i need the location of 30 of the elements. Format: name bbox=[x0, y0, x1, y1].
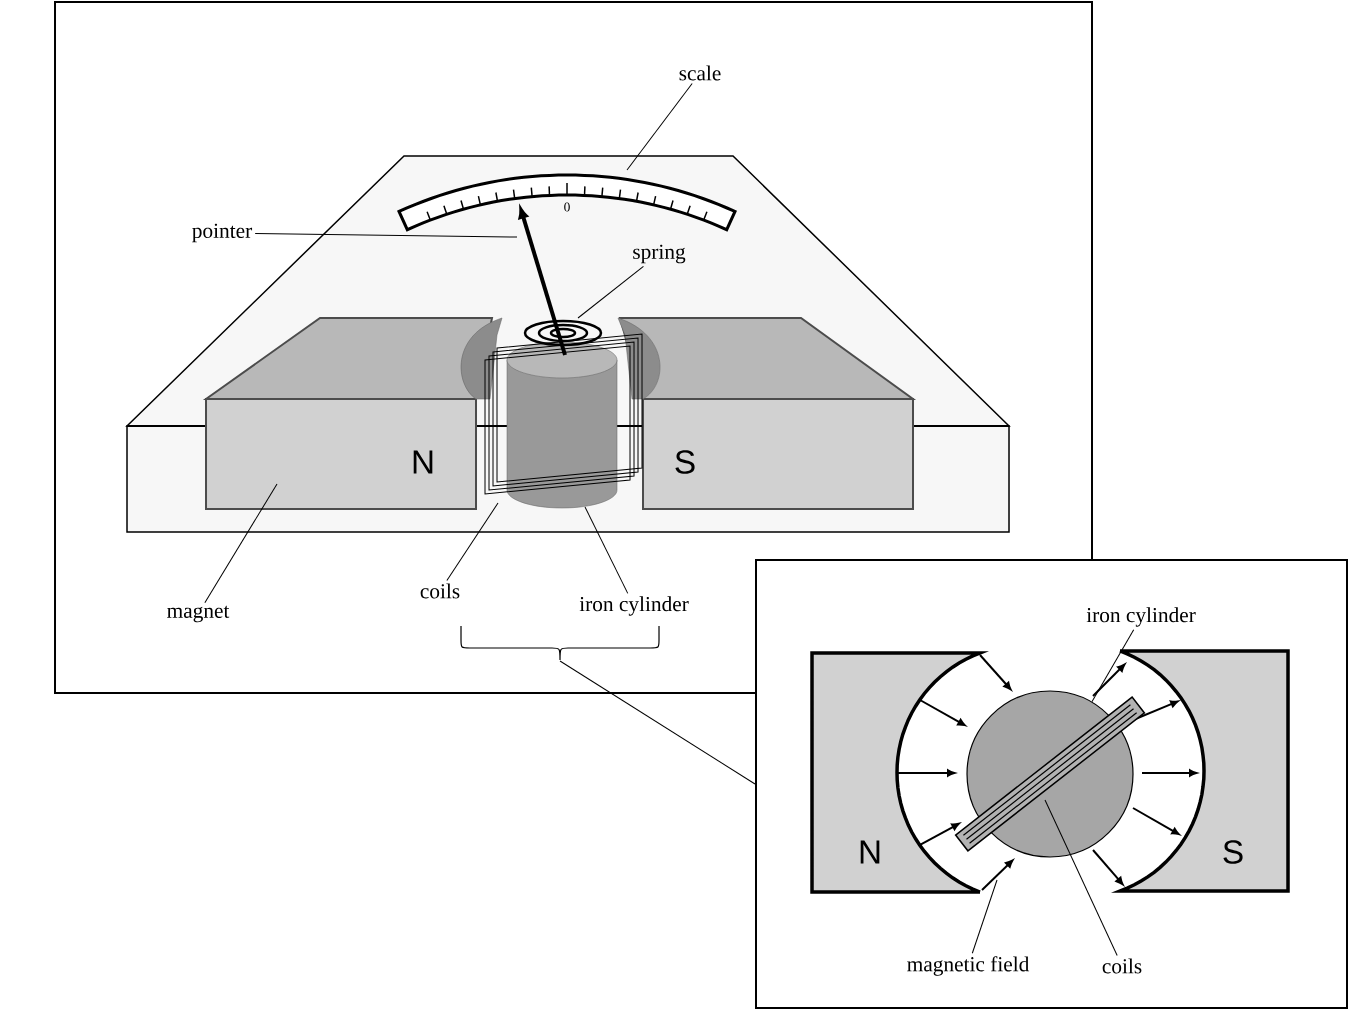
label-text: coils bbox=[420, 583, 460, 599]
scale-number: 0 bbox=[564, 202, 570, 212]
leader-line bbox=[1091, 629, 1135, 703]
leader-line bbox=[204, 483, 278, 604]
label-text: magnet bbox=[167, 605, 230, 623]
label-text: magnetic field bbox=[907, 956, 1030, 976]
leader-line bbox=[584, 506, 629, 594]
pole-letter: S bbox=[675, 450, 695, 474]
leader-line bbox=[446, 502, 499, 582]
bracket bbox=[460, 625, 660, 661]
leader-line bbox=[971, 879, 998, 954]
coil-drawing bbox=[954, 696, 1146, 852]
label-text: scale bbox=[679, 65, 721, 81]
leader-line bbox=[559, 660, 756, 785]
leader-line bbox=[626, 82, 693, 171]
scale-drawing bbox=[397, 173, 737, 232]
leader-line bbox=[577, 265, 644, 319]
pole-letter: N bbox=[860, 840, 880, 864]
pole-letter: N bbox=[413, 450, 433, 474]
label-text: iron cylinder bbox=[579, 596, 689, 616]
leader-line bbox=[254, 232, 518, 238]
iron-cylinder bbox=[506, 341, 618, 509]
coil-drawing bbox=[484, 333, 643, 495]
label-text: coils bbox=[1102, 958, 1142, 974]
magnetic-field-drawing bbox=[897, 654, 1014, 891]
pole-letter: S bbox=[1223, 840, 1243, 864]
leader-line bbox=[1044, 799, 1118, 957]
label-text: iron cylinder bbox=[1086, 607, 1196, 627]
label-text: spring bbox=[633, 244, 686, 264]
label-text: pointer bbox=[192, 223, 253, 243]
